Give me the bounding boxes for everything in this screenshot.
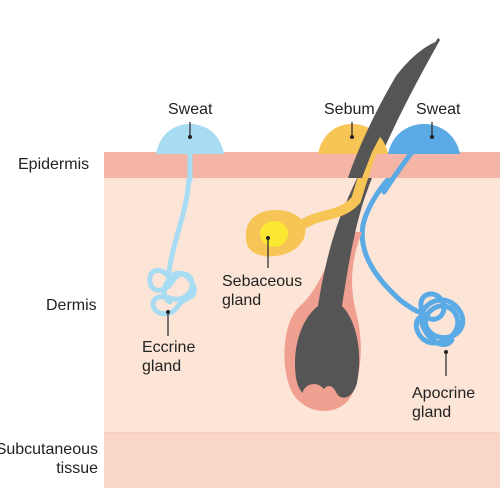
subcutaneous-layer [104, 432, 500, 488]
sweat-droplet-right [388, 124, 460, 154]
hair-shaft-upper [348, 38, 440, 178]
label-sweat-right: Sweat [416, 101, 461, 118]
epidermis-layer [104, 152, 500, 178]
label-eccrine-line2: gland [142, 358, 182, 375]
label-sebaceous-line1: Sebaceous [222, 273, 303, 290]
apocrine-gland [359, 143, 466, 348]
sebaceous-duct [295, 195, 361, 231]
eccrine-duct [165, 151, 193, 279]
hair-papilla [302, 384, 326, 408]
eccrine-gland [147, 151, 197, 317]
leader-dots [166, 135, 448, 354]
label-subcutaneous-line2: tissue [56, 460, 98, 477]
leader-dot-apocrine [444, 350, 448, 354]
apocrine-duct [359, 143, 427, 317]
apocrine-coil [413, 291, 466, 348]
label-sebaceous-line2: gland [222, 292, 262, 309]
leader-dot-eccrine [166, 310, 170, 314]
leader-dot-sweat-right [430, 135, 434, 139]
label-subcutaneous-line1: Subcutaneous [0, 441, 98, 458]
hair-shaft [294, 38, 440, 398]
eccrine-coil [147, 267, 197, 317]
label-epidermis: Epidermis [18, 156, 90, 173]
leader-dot-sebum [350, 135, 354, 139]
label-apocrine-line1: Apocrine [412, 385, 476, 402]
label-eccrine-line1: Eccrine [142, 339, 196, 356]
label-apocrine-line2: gland [412, 404, 452, 421]
label-dermis: Dermis [46, 297, 97, 314]
sebaceous-gland-core [260, 221, 288, 247]
leader-lines [167, 122, 447, 376]
label-sweat-left: Sweat [168, 101, 213, 118]
leader-dot-sweat-left [188, 135, 192, 139]
label-sebum: Sebum [324, 101, 375, 118]
leader-dot-sebaceous [266, 236, 270, 240]
